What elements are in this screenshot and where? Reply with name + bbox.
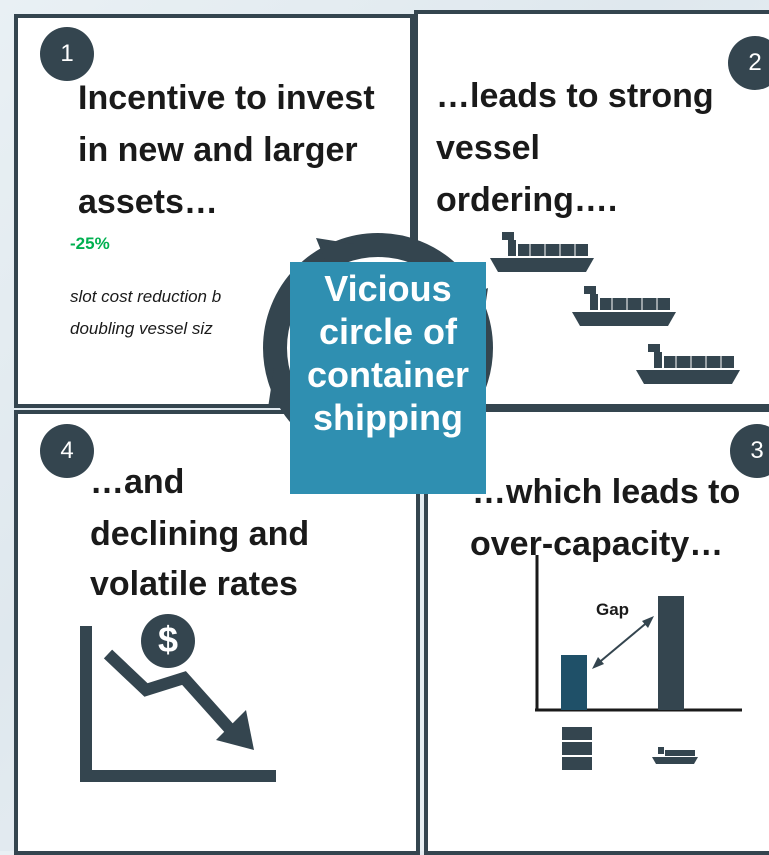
supply-bar <box>658 596 684 710</box>
step-2-badge: 2 <box>728 36 769 90</box>
step-4-heading-line-1: …and <box>90 463 185 501</box>
dollar-symbol: $ <box>157 619 179 660</box>
falling-price-chart-icon <box>80 626 276 782</box>
center-label: Vicious circle of container shipping <box>290 262 486 494</box>
step-3-heading-line-2: over-capacity… <box>470 525 724 563</box>
step-2-heading-line-1: …leads to strong <box>436 77 714 115</box>
gap-label: Gap <box>596 600 630 619</box>
center-line-4: shipping <box>313 397 463 438</box>
step-4-heading-line-3: volatile rates <box>90 565 298 603</box>
center-line-3: container <box>306 354 470 395</box>
double-arrow-icon <box>592 616 654 669</box>
step-1-heading-line-2: in new and larger <box>78 131 358 169</box>
step-1-note-line-2: doubling vessel siz <box>70 319 213 338</box>
container-ship-icon <box>636 344 740 384</box>
container-ship-icon <box>652 747 698 764</box>
center-line-2: circle of <box>318 311 458 352</box>
cost-reduction-stat: -25% <box>70 234 110 253</box>
demand-bar <box>561 655 587 710</box>
container-ship-icon <box>572 286 676 326</box>
step-1-badge: 1 <box>40 27 94 81</box>
step-3-badge: 3 <box>730 424 769 478</box>
step-4-badge: 4 <box>40 424 94 478</box>
over-capacity-bar-chart <box>535 555 742 712</box>
container-ship-icon <box>490 232 594 272</box>
step-1-note-line-1: slot cost reduction b <box>70 287 222 306</box>
step-2-heading-line-3: ordering…. <box>436 181 618 219</box>
step-4-heading-line-2: declining and <box>90 515 310 553</box>
step-1-heading-line-3: assets… <box>78 183 218 221</box>
center-line-1: Vicious <box>324 268 452 309</box>
dollar-coin-icon <box>141 614 195 668</box>
container-stack-icon <box>562 727 592 770</box>
step-1-heading-line-1: Incentive to invest <box>78 79 375 117</box>
step-3-heading-line-1: …which leads to <box>472 473 741 511</box>
step-2-heading-line-2: vessel <box>436 129 540 167</box>
